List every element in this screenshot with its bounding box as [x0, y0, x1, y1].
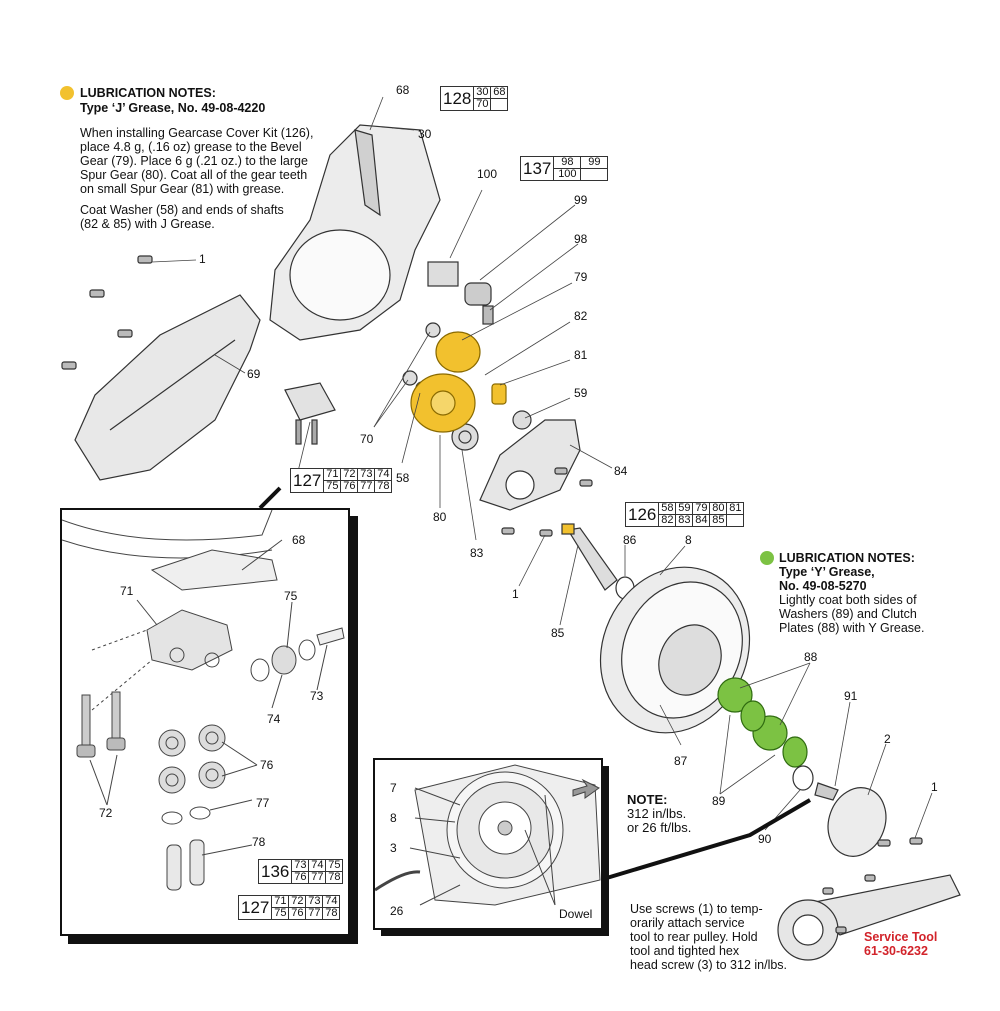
- inset-callout-77: 77: [256, 796, 270, 810]
- gears-part: [410, 331, 507, 433]
- inset2-dowel-label: Dowel: [559, 907, 593, 921]
- pulley-part: [599, 566, 751, 734]
- callout-1-right: 1: [931, 780, 938, 794]
- callout-89: 89: [712, 794, 726, 808]
- callout-80: 80: [433, 510, 447, 524]
- inset-callout-76: 76: [260, 758, 274, 772]
- belt-guard-part: [74, 294, 261, 481]
- callout-58: 58: [396, 471, 410, 485]
- inset-callout-73: 73: [310, 689, 324, 703]
- note-y-line3: No. 49-08-5270: [779, 579, 867, 593]
- part-100: [427, 261, 459, 287]
- callout-70: 70: [360, 432, 374, 446]
- callout-79: 79: [574, 270, 588, 284]
- inset-callout-74: 74: [267, 712, 281, 726]
- inset2-callout-7: 7: [390, 781, 397, 795]
- note-j-title: LUBRICATION NOTES:: [80, 86, 216, 100]
- callout-30: 30: [418, 127, 432, 141]
- shaft-85-part: [567, 527, 618, 591]
- callout-1-top: 1: [199, 252, 206, 266]
- callout-81: 81: [574, 348, 588, 362]
- callout-8: 8: [685, 533, 692, 547]
- callout-86: 86: [623, 533, 637, 547]
- inset2-callout-26: 26: [390, 904, 404, 918]
- note-y-title: LUBRICATION NOTES:: [779, 551, 915, 565]
- callout-88: 88: [804, 650, 818, 664]
- service-instructions: Use screws (1) to temp-orarily attach se…: [630, 902, 788, 972]
- callout-85: 85: [551, 626, 565, 640]
- gear-plate-part: [479, 419, 581, 511]
- callout-91: 91: [844, 689, 858, 703]
- callout-98: 98: [574, 232, 588, 246]
- callout-99: 99: [574, 193, 588, 207]
- callout-1-mid: 1: [512, 587, 519, 601]
- switch-block-part: [284, 382, 336, 421]
- screw-set-1: [61, 255, 153, 370]
- inset-callout-68: 68: [292, 533, 306, 547]
- callout-100: 100: [477, 167, 498, 181]
- inset-callout-72: 72: [99, 806, 113, 820]
- inset-callout-75: 75: [284, 589, 298, 603]
- part-99: [464, 282, 492, 306]
- callout-84: 84: [614, 464, 628, 478]
- callout-90: 90: [758, 832, 772, 846]
- callout-69: 69: [247, 367, 261, 381]
- callout-87: 87: [674, 754, 688, 768]
- yellow-grease-dot: [60, 86, 74, 100]
- note-j-subtitle: Type ‘J’ Grease, No. 49-08-4220: [80, 101, 266, 115]
- inset-callout-71: 71: [120, 584, 134, 598]
- inset2-callout-3: 3: [390, 841, 397, 855]
- callout-2: 2: [884, 732, 891, 746]
- note-j-paragraph-2: Coat Washer (58) and ends of shafts(82 &…: [80, 203, 284, 231]
- callout-82: 82: [574, 309, 588, 323]
- note-y-line2: Type ‘Y’ Grease,: [779, 565, 875, 579]
- inset2-callout-8: 8: [390, 811, 397, 825]
- note-j-paragraph-1: When installing Gearcase Cover Kit (126)…: [80, 126, 314, 196]
- torque-note-body: 312 in/lbs.or 26 ft/lbs.: [627, 806, 692, 835]
- torque-note-title: NOTE:: [627, 792, 668, 807]
- service-tool-label: Service Tool 61-30-6232: [864, 930, 938, 958]
- callout-59: 59: [574, 386, 588, 400]
- callout-68: 68: [396, 83, 410, 97]
- green-grease-dot: [760, 551, 774, 565]
- part-98: [482, 305, 494, 325]
- inset-pulley-detail: 7 8 3 26 Dowel: [373, 758, 603, 930]
- callout-83: 83: [470, 546, 484, 560]
- inset-callout-78: 78: [252, 835, 266, 849]
